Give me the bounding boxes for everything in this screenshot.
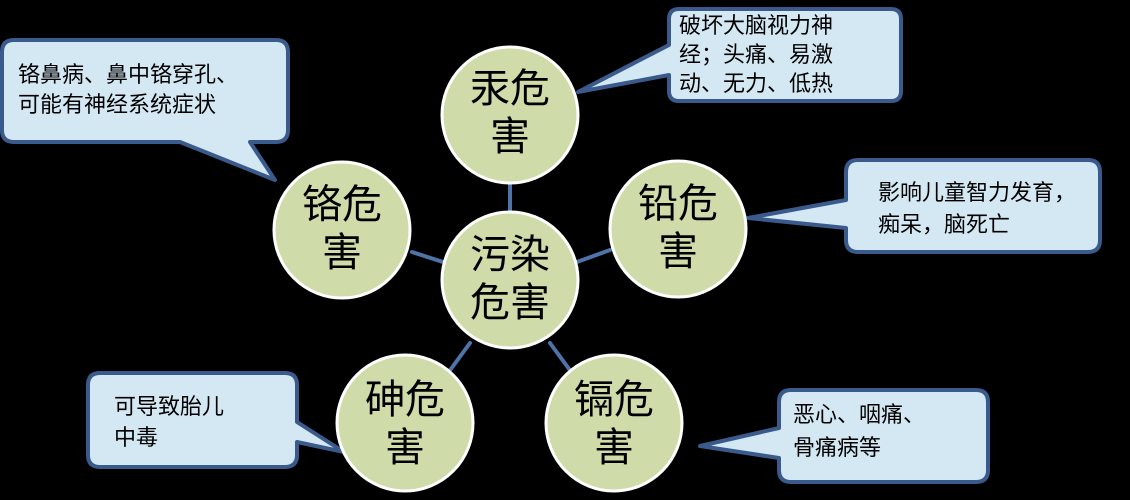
node-lead-line-2: 害 — [658, 229, 698, 275]
callout-cadmium: 恶心、咽痛、 骨痛病等 — [698, 388, 990, 484]
node-arsenic-line-1: 砷危 — [365, 377, 445, 423]
callout-mercury: 破坏大脑视力神 经；头痛、易激 动、无力、低热 — [576, 7, 903, 103]
node-arsenic: 砷危 害 — [335, 353, 475, 493]
callout-arsenic-line-1: 可导致胎儿 — [114, 395, 224, 420]
node-arsenic-line-2: 害 — [385, 425, 425, 471]
node-lead: 铅危 害 — [608, 159, 748, 299]
callout-lead-line-1: 影响儿童智力发育， — [878, 181, 1076, 206]
callout-chromium-line-2: 可能有神经系统症状 — [18, 93, 216, 118]
callout-lead-line-2: 痴呆，脑死亡 — [878, 213, 1010, 238]
callout-arsenic-shape — [86, 371, 346, 469]
callout-chromium-line-1: 铬鼻病、鼻中铬穿孔、 — [18, 63, 238, 88]
node-chromium-line-1: 铬危 — [302, 182, 382, 228]
callout-chromium: 铬鼻病、鼻中铬穿孔、 可能有神经系统症状 — [0, 38, 290, 182]
node-cadmium-line-1: 镉危 — [574, 377, 654, 423]
node-mercury-line-2: 害 — [490, 114, 530, 160]
node-cadmium: 镉危 害 — [544, 353, 684, 493]
node-chromium-circle — [272, 160, 412, 300]
connectors — [410, 181, 612, 375]
node-cadmium-circle — [544, 353, 684, 493]
node-center-line-1: 污染 — [470, 232, 550, 278]
callout-lead: 影响儿童智力发育， 痴呆，脑死亡 — [746, 158, 1102, 254]
callout-arsenic: 可导致胎儿 中毒 — [86, 371, 346, 469]
callout-cadmium-line-1: 恶心、咽痛、 — [793, 403, 925, 428]
callout-mercury-line-2: 经；头痛、易激 — [679, 43, 833, 68]
node-chromium: 铬危 害 — [272, 160, 412, 300]
node-center: 污染 危害 — [440, 210, 580, 350]
callout-cadmium-shape — [698, 388, 990, 484]
node-arsenic-circle — [335, 353, 475, 493]
node-center-circle — [440, 210, 580, 350]
node-chromium-line-2: 害 — [322, 230, 362, 276]
callout-mercury-line-3: 动、无力、低热 — [679, 72, 833, 97]
callout-chromium-shape — [0, 38, 290, 182]
connector-lead — [575, 248, 612, 264]
callout-mercury-line-1: 破坏大脑视力神 — [679, 14, 833, 39]
connector-cadmium — [548, 341, 574, 375]
node-mercury-line-1: 汞危 — [470, 66, 550, 112]
callout-lead-shape — [746, 158, 1102, 254]
node-mercury: 汞危 害 — [440, 45, 580, 185]
node-lead-circle — [608, 159, 748, 299]
callout-cadmium-line-2: 骨痛病等 — [793, 436, 881, 461]
node-cadmium-line-2: 害 — [594, 425, 634, 471]
callout-mercury-shape — [576, 7, 903, 103]
node-center-line-2: 危害 — [470, 280, 550, 326]
callout-arsenic-line-2: 中毒 — [114, 426, 158, 451]
connector-arsenic — [446, 341, 472, 375]
node-mercury-circle — [440, 45, 580, 185]
connector-chromium — [410, 250, 445, 264]
node-lead-line-1: 铅危 — [638, 181, 718, 227]
